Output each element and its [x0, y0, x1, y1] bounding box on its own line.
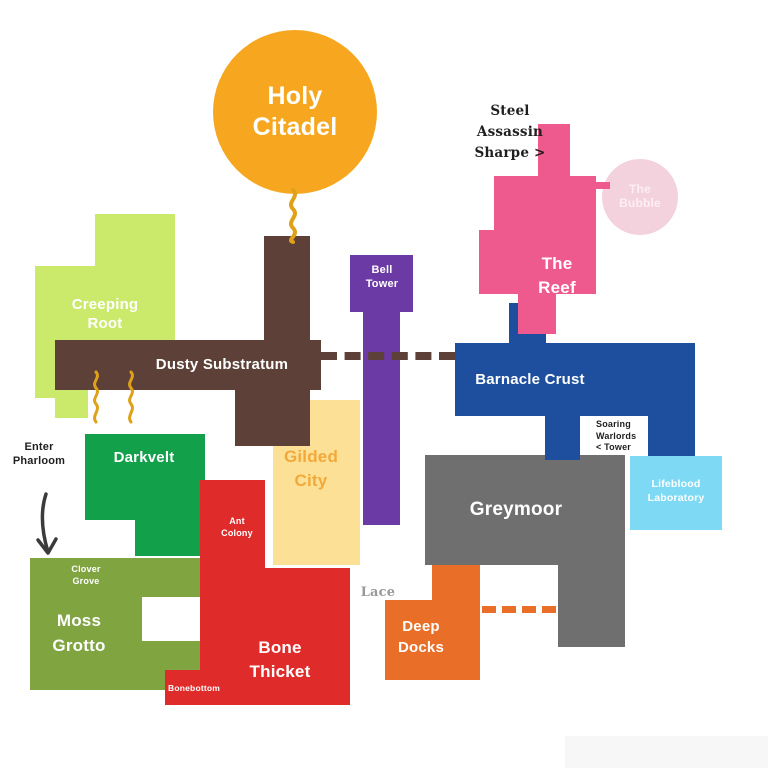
hanging-string-icon — [93, 370, 99, 424]
reef-bubble-connector — [566, 182, 610, 189]
the-reef-region — [479, 230, 497, 294]
darkvelt-region — [135, 520, 205, 556]
bell-tower-region — [350, 255, 413, 312]
dusty-substratum-region — [55, 340, 321, 390]
bell-tower-label: Bell Tower — [365, 264, 399, 290]
creeping-root-region — [35, 348, 57, 398]
bone-thicket-region — [165, 670, 350, 705]
dusty-barnacle-connector — [321, 352, 455, 360]
moss-grotto-notch — [142, 597, 200, 641]
clover-grove-label: Clover Grove — [71, 564, 101, 586]
gilded-city-label: Gilded City — [283, 447, 339, 490]
greymoor-region — [425, 455, 625, 565]
bell-tower-region — [363, 312, 400, 525]
creeping-root-region — [35, 266, 175, 348]
barnacle-crust-region — [648, 416, 695, 456]
the-reef-region — [538, 124, 570, 180]
the-bubble-region — [602, 159, 678, 235]
lace-annotation: Lace — [360, 585, 396, 600]
gilded-city-region — [273, 443, 313, 565]
darkvelt-label: Darkvelt — [113, 449, 175, 466]
greymoor-label: Greymoor — [469, 499, 563, 520]
entry-arrow-icon — [36, 492, 58, 555]
dusty-substratum-region — [235, 390, 310, 446]
steel-assassin-annotation: Steel Assassin Sharpe > — [474, 103, 546, 161]
gilded-city-region — [310, 400, 360, 565]
dusty-substratum-region — [264, 236, 310, 344]
enter-pharloom-annotation: Enter Pharloom — [12, 441, 66, 467]
hanging-string-icon — [128, 370, 134, 424]
the-reef-label: The Reef — [538, 254, 576, 297]
bone-thicket-region — [200, 480, 265, 568]
bone-thicket-region — [200, 568, 350, 670]
deep-docks-label: Deep Docks — [397, 618, 445, 656]
docks-greymoor-connector — [482, 606, 556, 613]
soaring-warlords-annotation: Soaring Warlords < Tower — [596, 419, 637, 452]
holy-citadel-balloon: Holy Citadel — [213, 30, 377, 194]
dusty-substratum-label: Dusty Substratum — [155, 356, 289, 373]
holy-citadel-label: Holy Citadel — [252, 82, 338, 141]
the-reef-region — [494, 176, 596, 294]
bone-thicket-label: Bone Thicket — [249, 638, 311, 681]
balloon-string-icon — [289, 188, 297, 244]
lifeblood-laboratory-region — [630, 456, 722, 530]
the-reef-region — [518, 294, 556, 334]
greymoor-region — [558, 565, 625, 647]
creeping-root-region — [95, 214, 175, 270]
darkvelt-region — [85, 434, 205, 520]
watermark-strip — [565, 736, 768, 768]
bonebottom-label: Bonebottom — [168, 683, 221, 693]
ant-colony-label: Ant Colony — [221, 516, 253, 538]
barnacle-crust-region — [545, 416, 580, 460]
creeping-root-label: Creeping Root — [71, 296, 139, 332]
barnacle-crust-region — [455, 343, 695, 416]
barnacle-crust-label: Barnacle Crust — [475, 371, 585, 388]
creeping-root-region — [55, 390, 88, 418]
deep-docks-region — [385, 600, 480, 680]
moss-grotto-label: Moss Grotto — [52, 611, 106, 655]
lifeblood-laboratory-label: Lifeblood Laboratory — [647, 478, 705, 504]
the-bubble-label: The Bubble — [619, 182, 661, 210]
